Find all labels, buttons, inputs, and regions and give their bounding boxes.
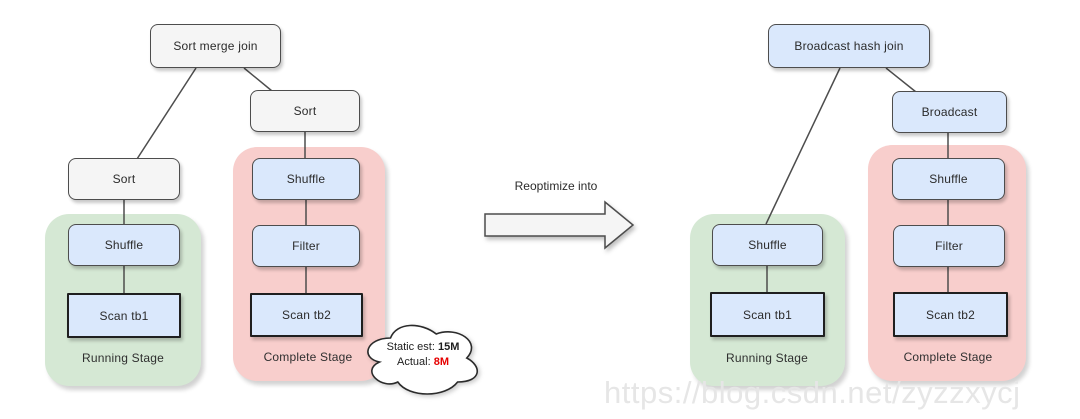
node-sort-left: Sort <box>68 158 180 200</box>
node-scan-tb1-right: Scan tb1 <box>710 292 825 337</box>
watermark-url: https://blog.csdn.net/zyzzxycj <box>604 375 1021 410</box>
estimate-cloud-callout: Static est: 15M Actual: 8M <box>358 316 488 406</box>
reoptimize-label: Reoptimize into <box>514 179 598 193</box>
node-broadcast: Broadcast <box>892 91 1007 133</box>
static-estimate-line: Static est: 15M <box>386 341 460 353</box>
right-complete-stage-label: Complete Stage <box>903 350 993 364</box>
edge-bhj-to-broadcast <box>885 67 917 93</box>
node-scan-tb1-left: Scan tb1 <box>67 293 181 338</box>
node-filter-left: Filter <box>252 225 360 267</box>
node-shuffle-right-complete: Shuffle <box>892 158 1005 200</box>
node-filter-right: Filter <box>893 225 1005 267</box>
node-scan-tb2-right: Scan tb2 <box>893 292 1008 337</box>
edge-bhj-to-shuffle <box>765 67 841 225</box>
node-shuffle-left-running: Shuffle <box>68 224 180 266</box>
left-running-stage-label: Running Stage <box>82 351 164 365</box>
node-sort-right: Sort <box>250 90 360 132</box>
node-scan-tb2-left: Scan tb2 <box>250 293 363 337</box>
edge-smj-to-left-sort <box>136 67 197 160</box>
node-sort-merge-join: Sort merge join <box>150 24 281 68</box>
static-estimate-value: 15M <box>437 341 460 353</box>
actual-line: Actual: 8M <box>397 356 449 369</box>
actual-value: 8M <box>433 356 449 369</box>
left-complete-stage-label: Complete Stage <box>263 350 353 364</box>
node-broadcast-hash-join: Broadcast hash join <box>768 24 930 68</box>
edge-smj-to-right-sort <box>243 67 273 92</box>
node-shuffle-right-running: Shuffle <box>712 224 823 266</box>
estimate-text: Static est: 15M Actual: 8M <box>368 340 478 371</box>
right-running-stage-label: Running Stage <box>726 351 808 365</box>
node-shuffle-left-complete: Shuffle <box>252 158 360 200</box>
